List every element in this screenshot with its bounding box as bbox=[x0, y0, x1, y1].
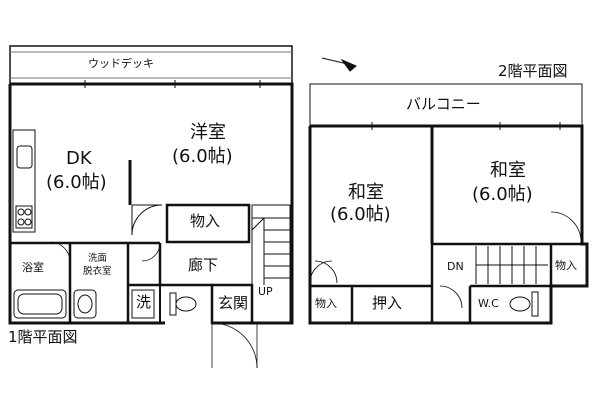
floor2-outer-walls bbox=[308, 124, 589, 325]
stair-down-label: DN bbox=[447, 260, 464, 273]
youshitsu-room-name: 洋室 bbox=[190, 122, 226, 143]
washroom-label-1: 洗面 bbox=[88, 253, 108, 264]
toilet-f2 bbox=[509, 291, 539, 317]
stairs-f2 bbox=[475, 246, 548, 284]
floor2-caption: 2階平面図 bbox=[498, 62, 568, 80]
oshiire-label: 押入 bbox=[372, 294, 403, 312]
dk-room-size: (6.0帖) bbox=[46, 172, 107, 193]
bath-label: 浴室 bbox=[22, 261, 44, 274]
toilet-wash-label: 洗 bbox=[136, 293, 152, 311]
washitsu-b-size: (6.0帖) bbox=[472, 184, 533, 205]
washroom-label-2: 脱衣室 bbox=[83, 266, 112, 277]
wood-deck-label: ウッドデッキ bbox=[86, 57, 156, 70]
youshitsu-room-size: (6.0帖) bbox=[172, 146, 233, 167]
wc-label: W.C bbox=[478, 297, 499, 310]
compass-icon bbox=[321, 57, 357, 72]
washitsu-b-name: 和室 bbox=[490, 160, 526, 181]
wash-basin bbox=[73, 289, 97, 319]
washitsu-a-size: (6.0帖) bbox=[330, 204, 391, 225]
floor1-outer-walls bbox=[8, 82, 294, 325]
balcony-label: バルコニー bbox=[406, 95, 481, 113]
hallway-label: 廊下 bbox=[188, 256, 219, 274]
storage-room-f1 bbox=[165, 203, 251, 244]
storage-f1-label: 物入 bbox=[190, 212, 221, 230]
kitchen-counter bbox=[12, 129, 36, 233]
toilet-f1 bbox=[169, 292, 197, 316]
dk-room-name: DK bbox=[66, 148, 92, 169]
stair-up-label: UP bbox=[258, 285, 273, 298]
storage-f2-left-label: 物入 bbox=[315, 297, 337, 310]
floor1-caption: 1階平面図 bbox=[8, 328, 78, 346]
bathtub bbox=[13, 289, 67, 319]
storage-f2-right-label: 物入 bbox=[555, 259, 577, 272]
entrance-label: 玄関 bbox=[218, 294, 249, 312]
washitsu-a-name: 和室 bbox=[348, 182, 384, 203]
stairs-f1 bbox=[251, 204, 291, 324]
